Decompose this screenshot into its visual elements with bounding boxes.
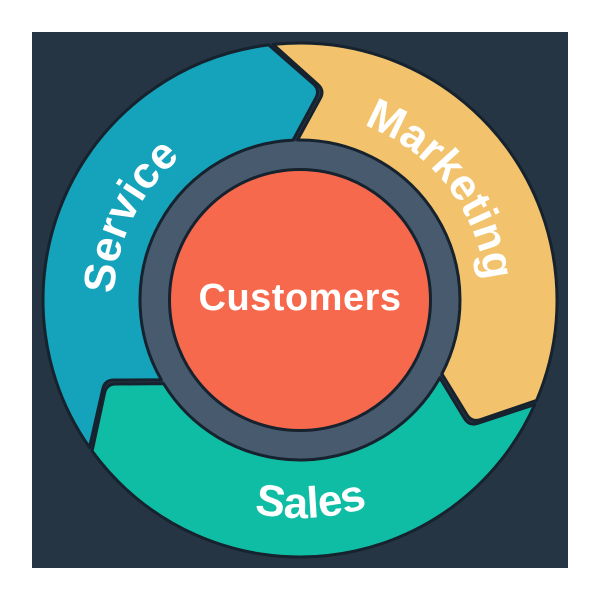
segment-sales — [90, 376, 537, 559]
segment-marketing — [271, 41, 559, 422]
segment-label-sales: Sales — [253, 470, 371, 528]
customers-circle — [168, 168, 432, 432]
center-label: Customers — [199, 277, 402, 319]
segment-service — [41, 43, 320, 449]
